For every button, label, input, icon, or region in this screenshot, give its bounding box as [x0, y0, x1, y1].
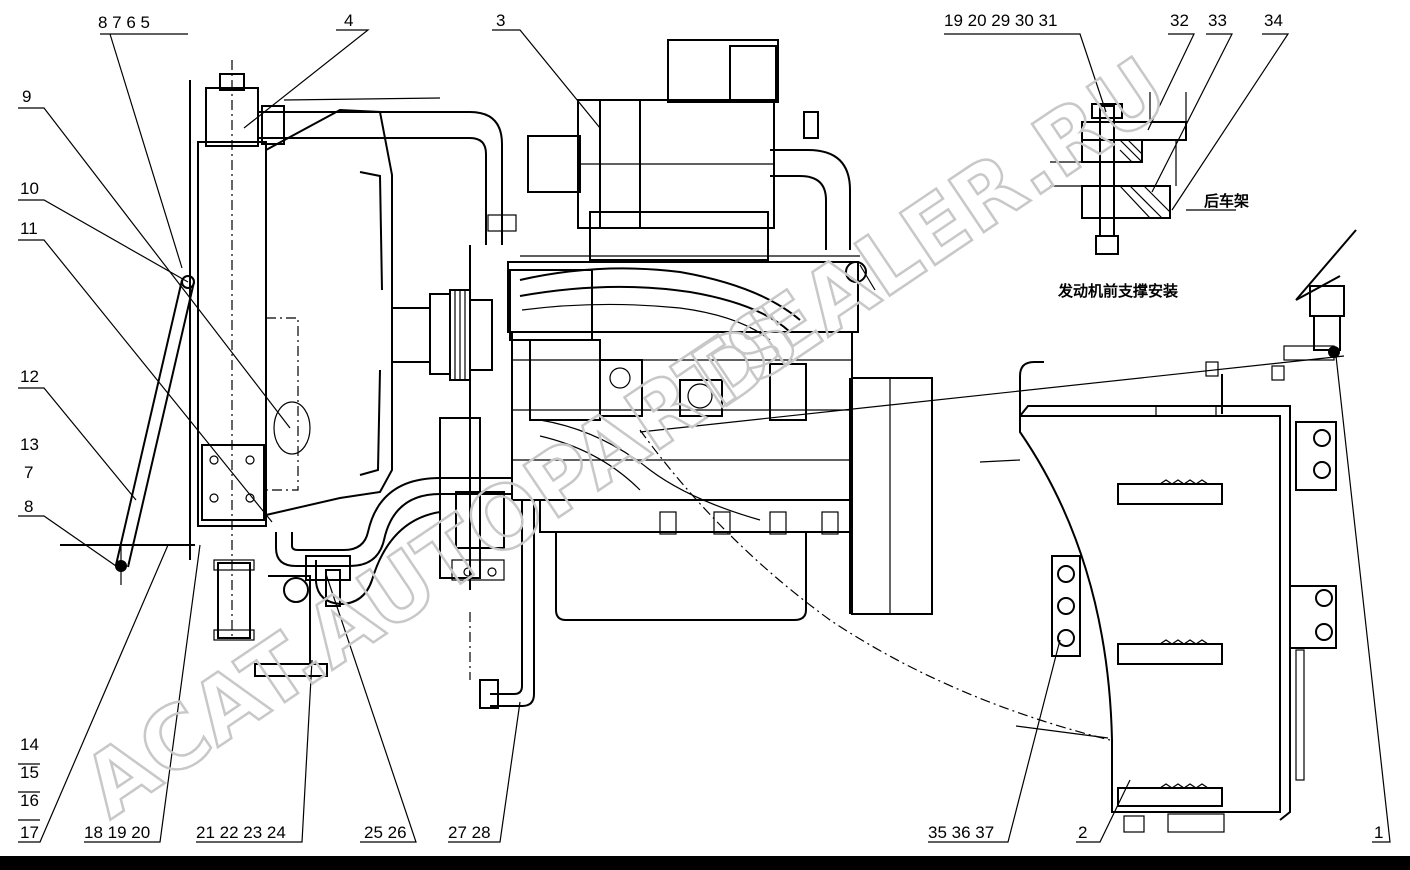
fan-shroud	[265, 108, 393, 516]
callout-numbers: 8 7 6 5 4 3 19 20 29 30 31 32 33 34 9 10…	[20, 11, 1383, 842]
watermark: ACAT.AUTOPARTS DEALER.RU	[65, 37, 1187, 838]
callout-16: 16	[20, 791, 39, 810]
callout-35-37: 35 36 37	[928, 823, 994, 842]
radiator	[189, 60, 267, 641]
fuel-cock	[1295, 229, 1357, 358]
front-support-detail	[1050, 92, 1187, 255]
callout-27-28: 27 28	[448, 823, 491, 842]
radiator-stay-rod	[60, 275, 195, 585]
callout-25-26: 25 26	[364, 823, 407, 842]
callout-7: 7	[24, 463, 33, 482]
fan-pulley	[392, 289, 493, 381]
callout-34: 34	[1264, 11, 1283, 30]
leader-lines	[18, 29, 1391, 843]
callout-19-31: 19 20 29 30 31	[944, 11, 1057, 30]
callout-2: 2	[1078, 823, 1087, 842]
callout-15: 15	[20, 763, 39, 782]
fuel-tank	[979, 361, 1337, 833]
engine-front-mount	[439, 245, 505, 590]
callout-9: 9	[22, 87, 31, 106]
callout-10: 10	[20, 179, 39, 198]
callout-8-7-6-5: 8 7 6 5	[98, 13, 150, 32]
callout-1: 1	[1374, 823, 1383, 842]
front-support-title: 发动机前支撑安装	[1057, 282, 1179, 300]
callout-8: 8	[24, 497, 33, 516]
lower-water-hose	[254, 477, 512, 677]
callout-11: 11	[20, 219, 38, 238]
bottom-border	[0, 856, 1410, 870]
callout-12: 12	[20, 367, 39, 386]
watermark-top: DEALER.RU	[676, 39, 1185, 428]
callout-17: 17	[20, 823, 39, 842]
fuel-lines	[509, 267, 807, 521]
callout-32: 32	[1170, 11, 1189, 30]
callout-18-20: 18 19 20	[84, 823, 150, 842]
callout-3: 3	[496, 11, 505, 30]
rear-frame-label: 后车架	[1204, 192, 1249, 210]
air-cleaner	[527, 39, 851, 261]
callout-4: 4	[344, 11, 353, 30]
dipstick-tube	[469, 500, 535, 709]
callout-13: 13	[20, 435, 39, 454]
upper-water-hose	[258, 97, 517, 245]
callout-14: 14	[20, 735, 39, 754]
callout-21-24: 21 22 23 24	[196, 823, 286, 842]
callout-33: 33	[1208, 11, 1227, 30]
flywheel-housing	[849, 377, 933, 615]
